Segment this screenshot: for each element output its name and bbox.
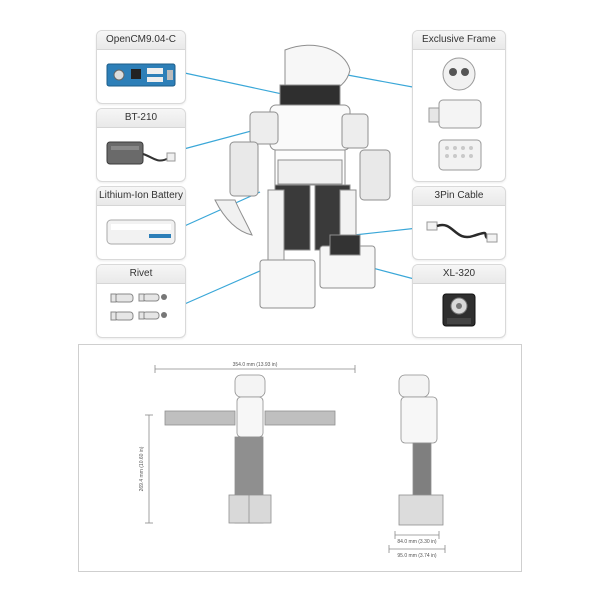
- opencm-board-icon: [106, 63, 176, 87]
- battery-card: Lithium-Ion Battery: [96, 186, 186, 260]
- dimension-drawing: 354.0 mm (13.93 in) 269.4 mm (10.60 in) …: [139, 362, 446, 559]
- bt210-module-icon: [106, 141, 176, 165]
- rivet-title: Rivet: [97, 265, 185, 284]
- bt210-title: BT-210: [97, 109, 185, 128]
- opencm-card: OpenCM9.04-C: [96, 30, 186, 104]
- battery-title: Lithium-Ion Battery: [97, 187, 185, 206]
- cable-icon: [426, 221, 498, 243]
- frame-parts-icon: [428, 57, 482, 171]
- cable-card: 3Pin Cable: [412, 186, 506, 260]
- height-dimension-label: 269.4 mm (10.60 in): [139, 446, 145, 491]
- cable-title: 3Pin Cable: [413, 187, 505, 206]
- rivet-card: Rivet: [96, 264, 186, 338]
- bt210-card: BT-210: [96, 108, 186, 182]
- battery-icon: [106, 219, 176, 245]
- front-view-robot: [164, 374, 336, 524]
- rivet-icon: [110, 293, 167, 321]
- servo-title: XL-320: [413, 265, 505, 284]
- depth-dimension-b: 95.0 mm (3.74 in): [397, 553, 437, 559]
- width-dimension-label: 354.0 mm (13.93 in): [233, 362, 278, 368]
- depth-dimension-a: 84.0 mm (3.30 in): [397, 539, 437, 545]
- frame-title: Exclusive Frame: [413, 31, 505, 50]
- servo-icon: [442, 293, 476, 327]
- side-view-robot: [398, 374, 444, 526]
- opencm-title: OpenCM9.04-C: [97, 31, 185, 50]
- servo-card: XL-320: [412, 264, 506, 338]
- robot-illustration: [214, 44, 391, 309]
- dimension-panel: 354.0 mm (13.93 in) 269.4 mm (10.60 in) …: [78, 344, 522, 572]
- frame-card: Exclusive Frame: [412, 30, 506, 182]
